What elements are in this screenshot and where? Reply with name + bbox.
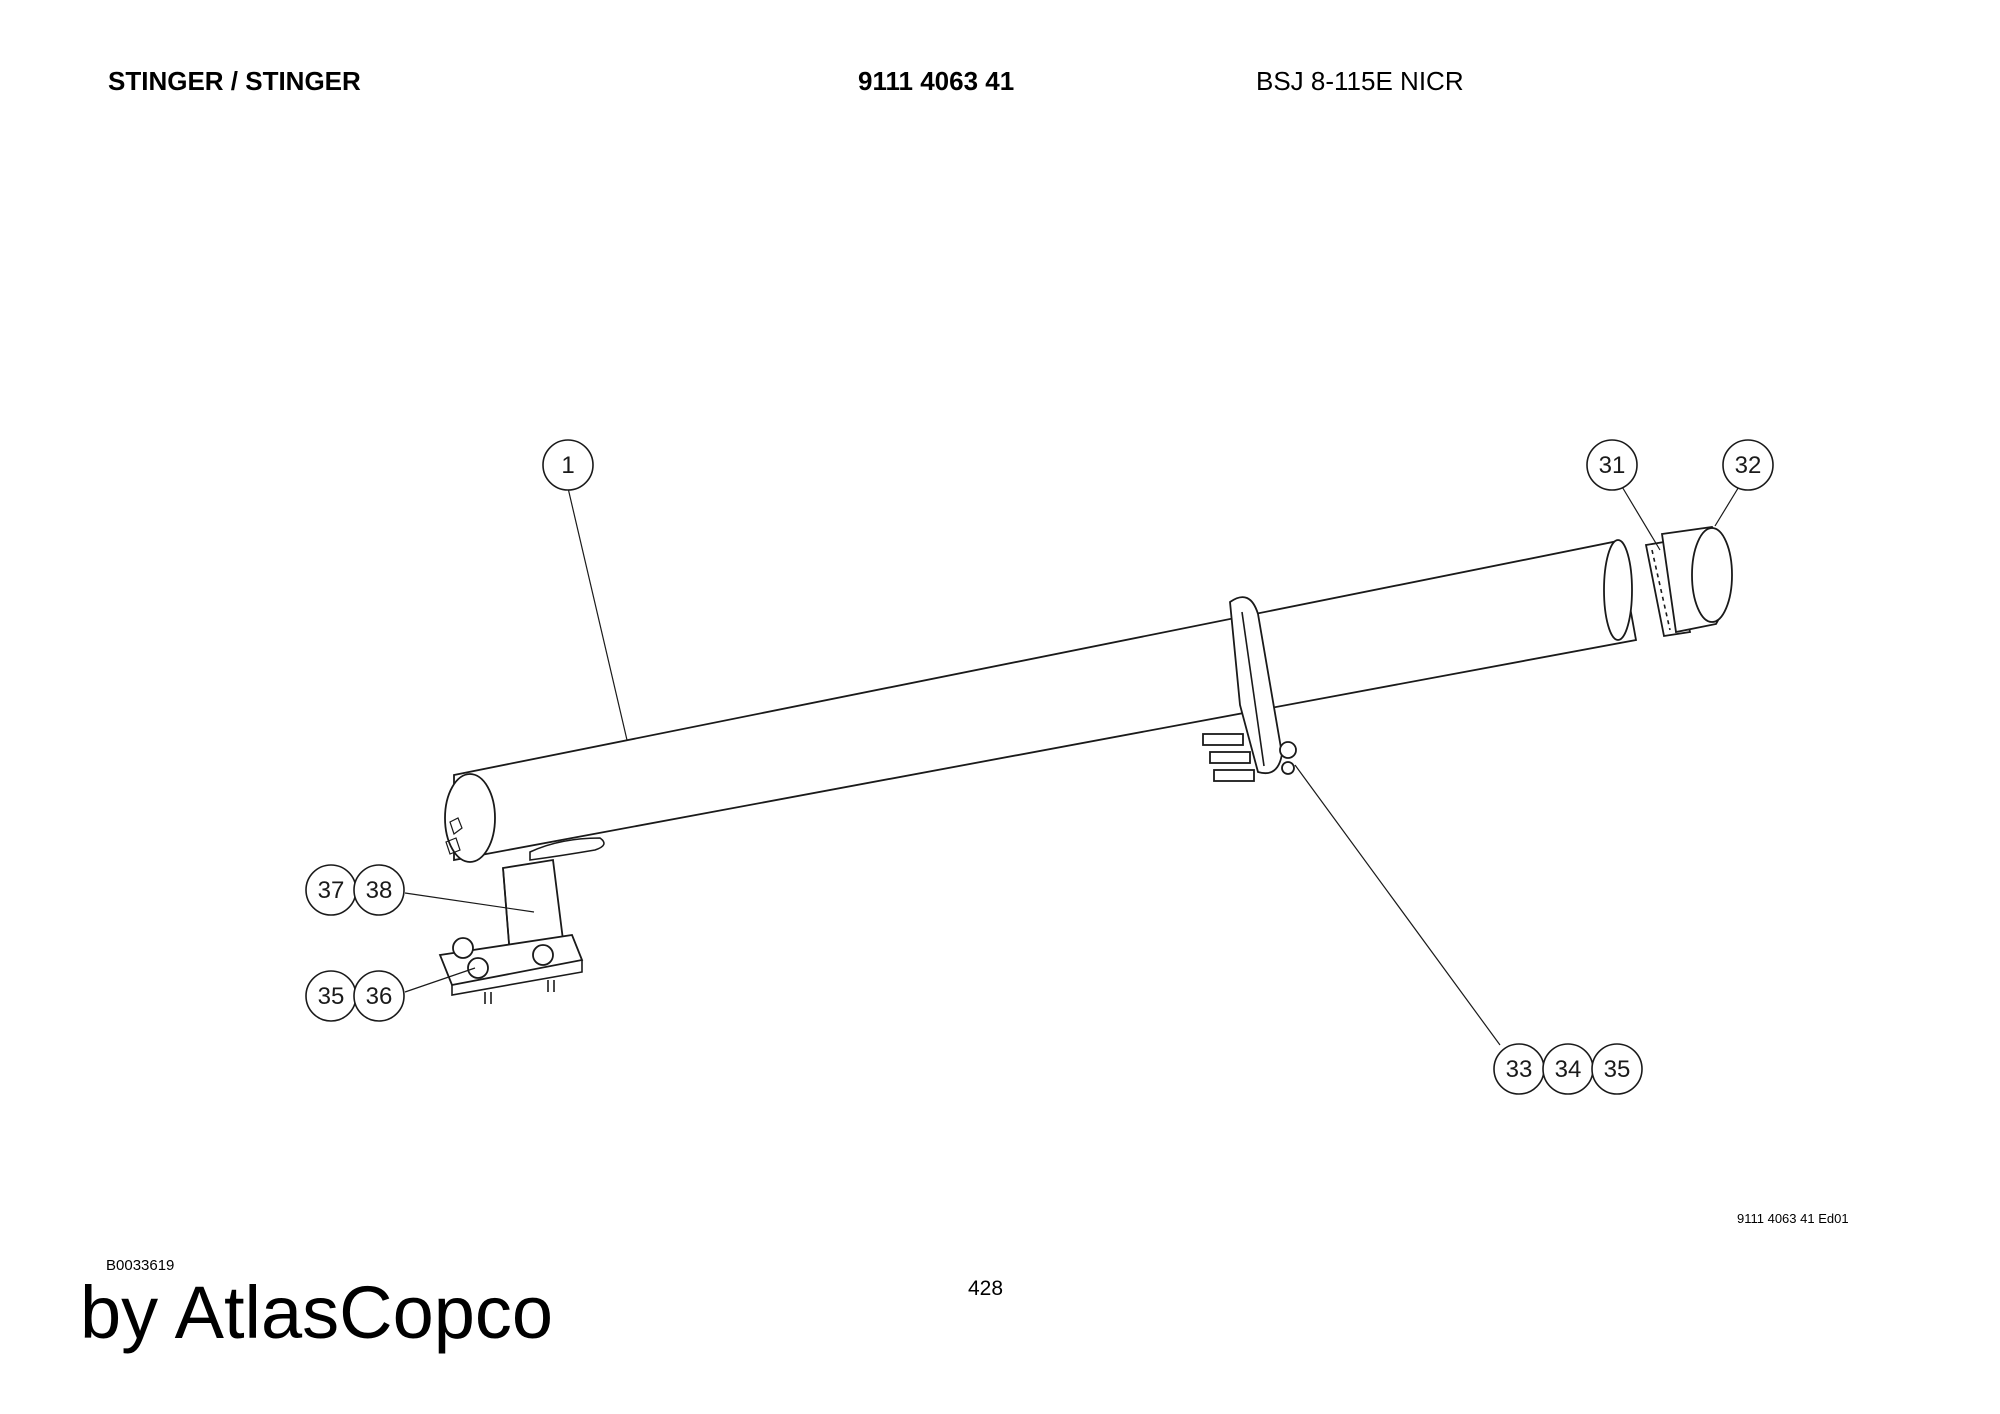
flange-bolts xyxy=(1202,733,1297,782)
callout-35-right: 35 xyxy=(1591,1043,1643,1095)
document-id: B0033619 xyxy=(106,1257,175,1274)
callout-38: 38 xyxy=(353,864,405,916)
callout-35-left: 35 xyxy=(305,970,357,1022)
callout-34: 34 xyxy=(1542,1043,1594,1095)
base-plate xyxy=(438,934,584,1004)
svg-text:33: 33 xyxy=(1506,1056,1533,1083)
callout-32: 32 xyxy=(1722,439,1774,491)
callout-33: 33 xyxy=(1493,1043,1545,1095)
stinger-tube xyxy=(444,539,1638,863)
leader-line-1 xyxy=(567,487,628,741)
svg-text:38: 38 xyxy=(366,877,393,904)
svg-text:32: 32 xyxy=(1735,452,1762,479)
svg-text:1: 1 xyxy=(561,452,574,479)
callout-1: 1 xyxy=(542,439,594,491)
end-cap xyxy=(1660,526,1733,634)
drawing-edition: 9111 4063 41 Ed01 xyxy=(1737,1211,1849,1226)
svg-text:37: 37 xyxy=(318,877,345,904)
leader-line-32 xyxy=(1714,484,1741,527)
svg-text:35: 35 xyxy=(1604,1056,1631,1083)
leader-line-33-35 xyxy=(1294,764,1501,1046)
part-number: 9111 4063 41 xyxy=(858,66,1015,96)
support-bracket xyxy=(502,858,566,958)
callout-36: 36 xyxy=(353,970,405,1022)
leader-line-35-36 xyxy=(404,967,476,993)
page-number: 428 xyxy=(968,1277,1004,1300)
svg-text:35: 35 xyxy=(318,983,345,1010)
brand-logo-text: by AtlasCopco xyxy=(80,1271,554,1354)
tube-slot xyxy=(529,837,605,861)
model-name: BSJ 8-115E NICR xyxy=(1256,66,1464,96)
svg-text:31: 31 xyxy=(1599,452,1626,479)
svg-text:36: 36 xyxy=(366,983,393,1010)
svg-text:34: 34 xyxy=(1555,1056,1582,1083)
callout-37: 37 xyxy=(305,864,357,916)
leader-line-37-38 xyxy=(404,892,535,913)
leader-line-31 xyxy=(1620,484,1661,551)
page-title: STINGER / STINGER xyxy=(108,66,361,96)
callout-31: 31 xyxy=(1586,439,1638,491)
